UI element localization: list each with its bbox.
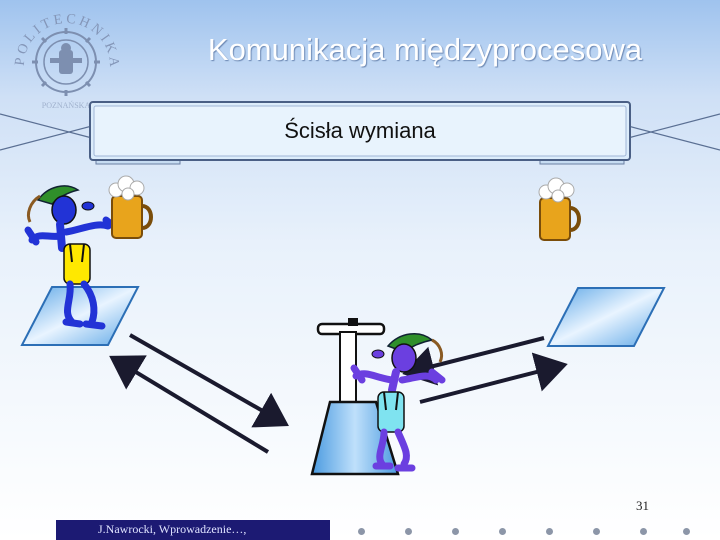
double-arrow-right xyxy=(402,336,568,404)
platform-tile-left xyxy=(20,286,140,346)
footer-bar: J.Nawrocki, Wprowadzenie…, xyxy=(56,520,330,540)
double-arrow-left xyxy=(109,333,289,454)
footer-dots xyxy=(358,528,690,538)
logo-bottom-text: POZNAŃSKA xyxy=(42,100,91,110)
footer-dot xyxy=(452,528,459,535)
beer-mug-icon-left xyxy=(108,175,153,239)
slide-title: Komunikacja międzyprocesowa xyxy=(207,32,643,67)
footer-dot xyxy=(683,528,690,535)
footer-dot xyxy=(358,528,365,535)
platform-tile-right xyxy=(546,287,666,347)
dancer-figure-center xyxy=(350,333,446,472)
title-banner xyxy=(0,94,720,174)
footer-dot xyxy=(499,528,506,535)
footer-text: J.Nawrocki, Wprowadzenie…, xyxy=(98,522,247,536)
banner-text: Ścisła wymiana xyxy=(284,118,436,143)
page-number: 31 xyxy=(636,498,649,513)
footer-dot xyxy=(640,528,647,535)
beer-mug-icon-right xyxy=(538,177,581,241)
footer-dot xyxy=(405,528,412,535)
footer-dot xyxy=(593,528,600,535)
university-logo: POLITECHNIKA POZNAŃSKA xyxy=(6,4,126,114)
footer-dot xyxy=(546,528,553,535)
